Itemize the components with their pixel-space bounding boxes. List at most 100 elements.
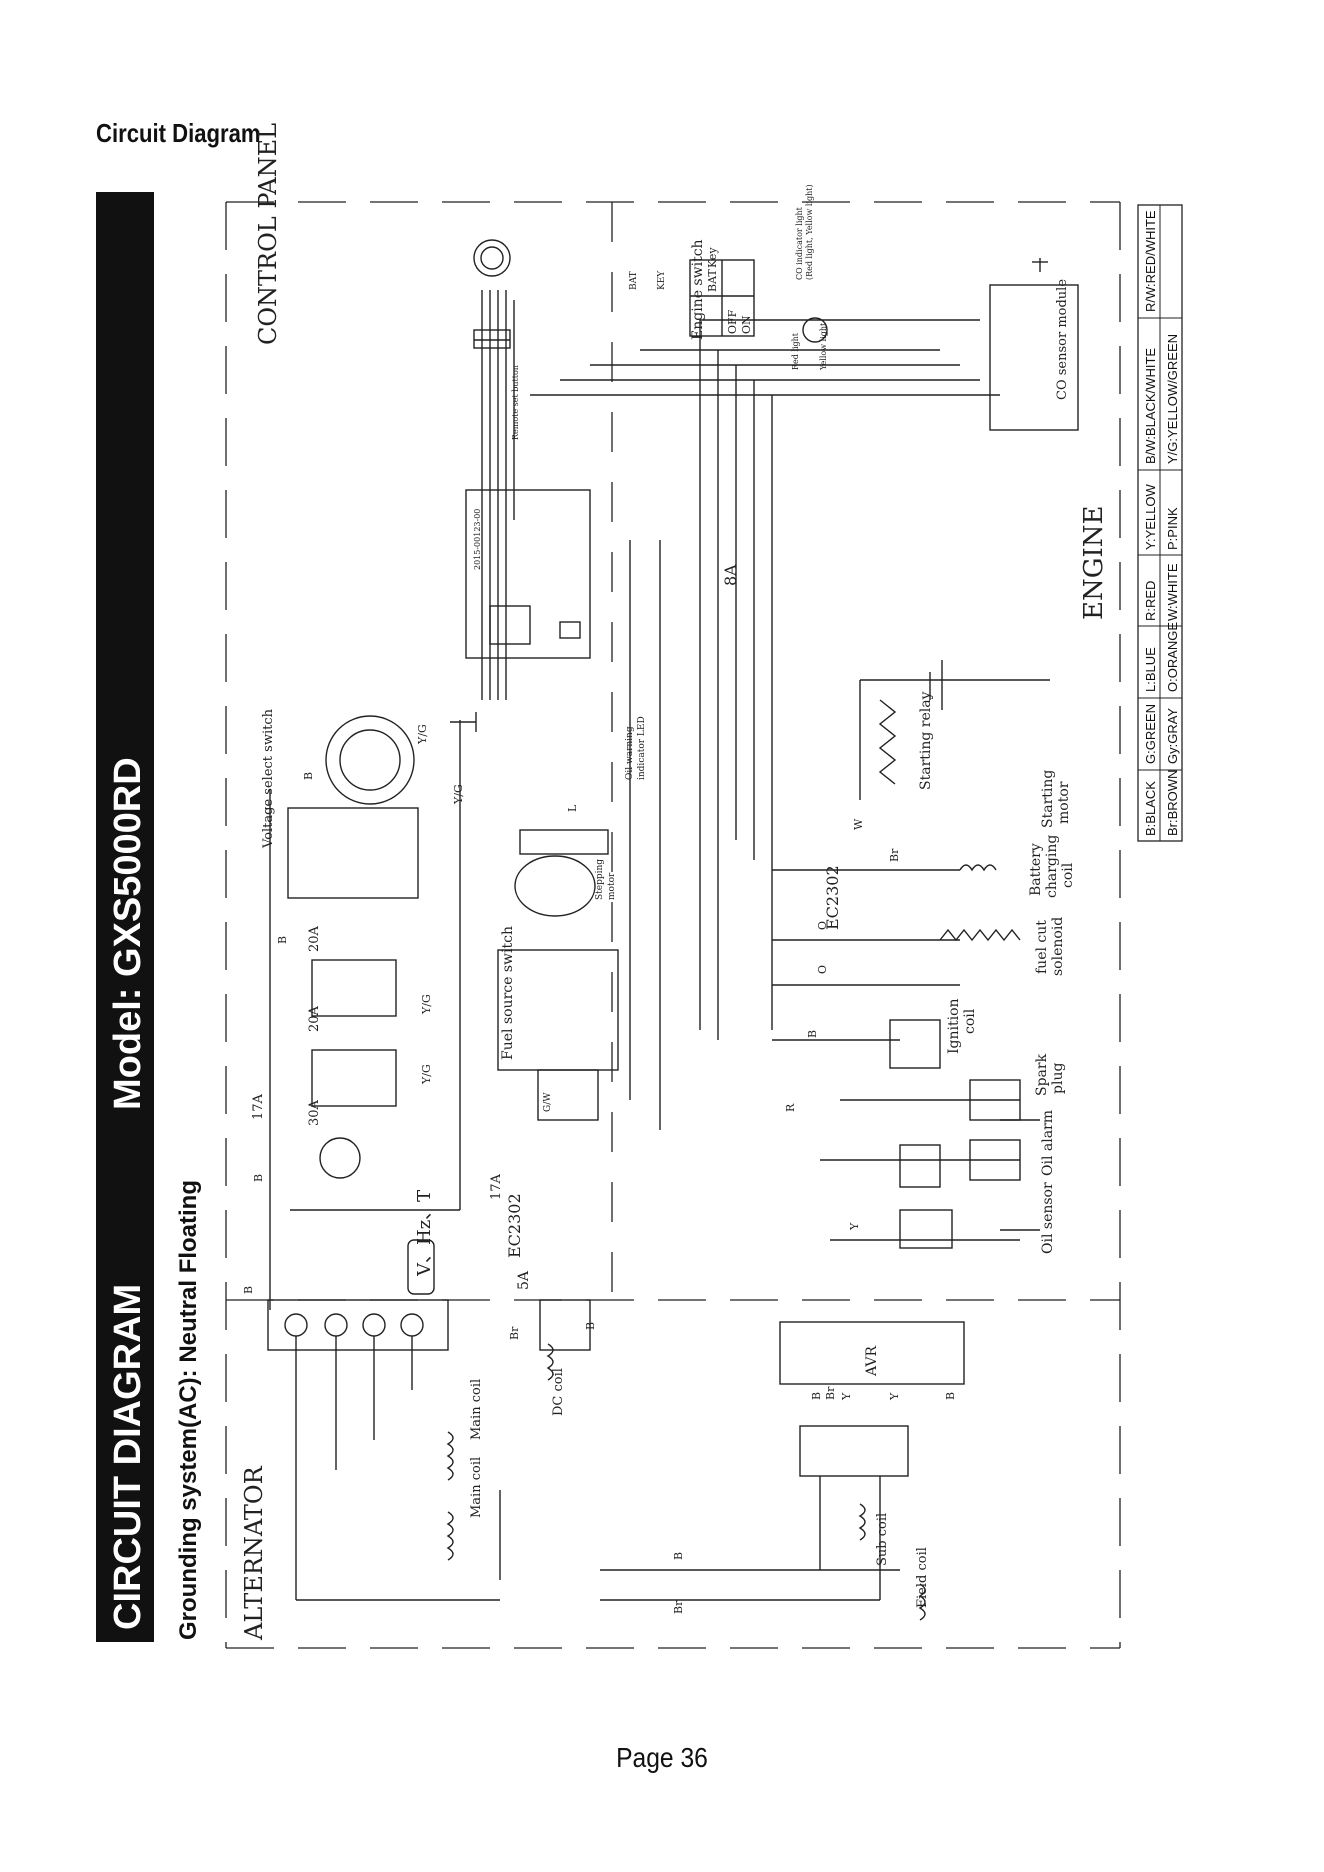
wire-label: B xyxy=(242,1286,255,1294)
title-banner: CIRCUIT DIAGRAM Model: GXS5000RD Groundi… xyxy=(96,192,202,1642)
starting-motor-label: Starting xyxy=(1040,770,1056,828)
outlet-20a-label: 20A xyxy=(307,925,322,952)
switch-off-label: OFF xyxy=(726,309,739,334)
color-legend xyxy=(1137,204,1183,842)
wire-label: Y xyxy=(888,1392,901,1401)
stepping-motor-label: Stepping xyxy=(595,859,605,900)
oil-warning-label: Oil warning xyxy=(625,726,635,780)
legend-cell: B:BLACK xyxy=(1143,781,1158,836)
wire-label: W xyxy=(852,818,865,830)
ignition-coil-label: Ignition xyxy=(946,998,962,1054)
legend-cell: B/W:BLACK/WHITE xyxy=(1143,348,1158,464)
wire-label: B xyxy=(672,1552,685,1560)
oil-sensor-label: Oil sensor xyxy=(1040,1182,1056,1254)
legend-cell: L:BLUE xyxy=(1143,647,1158,692)
avr-label: AVR xyxy=(864,1345,880,1377)
meter-label: V、Hz、T xyxy=(414,1190,435,1277)
remote-button-label: Remote set button xyxy=(511,365,520,440)
wire-label: Y/G xyxy=(420,1064,433,1085)
wire-label: B xyxy=(302,772,315,780)
wire-label: Y xyxy=(840,1392,853,1401)
wire-label: Y/G xyxy=(420,994,433,1015)
main-coil-label: Main coil xyxy=(469,1457,484,1518)
board-code-label: 2015-00123-00 xyxy=(473,509,482,570)
co-sensor-module-label: CO sensor module xyxy=(1055,279,1070,400)
field-coil-label: Field coil xyxy=(915,1547,930,1608)
legend-cell: Gy:GRAY xyxy=(1165,708,1180,764)
grounding-note: Grounding system(AC): Neutral Floating xyxy=(175,1180,202,1640)
fuse-5a-label: 5A xyxy=(516,1270,532,1290)
fuel-cut-label: fuel cut xyxy=(1034,920,1050,974)
co-indicator-sub-label: (Red light, Yellow light) xyxy=(805,184,814,280)
wire-label: B xyxy=(252,1174,265,1182)
page-number: Page 36 xyxy=(616,1742,708,1773)
legend-cell: Y:YELLOW xyxy=(1143,484,1158,550)
wire-label: L xyxy=(566,804,579,812)
oil-alarm-label: Oil alarm xyxy=(1040,1110,1056,1176)
starting-relay-label: Starting relay xyxy=(918,691,934,790)
co-indicator-label: CO indicator light xyxy=(795,206,804,280)
terminal-key-label: KEY xyxy=(657,270,667,290)
wire-label: Br xyxy=(508,1326,521,1340)
legend-cell: R:RED xyxy=(1143,581,1158,621)
switch-on-label: ON xyxy=(740,315,753,334)
legend-cell: G:GREEN xyxy=(1143,704,1158,764)
section-control-panel: CONTROL PANEL xyxy=(254,123,282,345)
spark-plug-label: Spark xyxy=(1034,1053,1050,1096)
yellow-light-label: Yellow light xyxy=(819,322,828,371)
section-engine: ENGINE xyxy=(1079,506,1109,621)
ec2302-top-label: EC2302 xyxy=(823,865,842,930)
battery-charging-label: Battery xyxy=(1028,843,1044,896)
legend-cell: Br:BROWN xyxy=(1165,770,1180,836)
legend-cell: W:WHITE xyxy=(1165,563,1180,621)
wire-label: O xyxy=(816,921,829,930)
fuel-source-switch-label: Fuel source switch xyxy=(500,926,516,1060)
terminal-bat-label: BAT xyxy=(629,271,639,290)
spark-plug-label-2: plug xyxy=(1050,1063,1066,1094)
fuel-cut-label-2: solenoid xyxy=(1050,917,1066,976)
dc-coil-label: DC coil xyxy=(551,1368,566,1416)
wire-label: B xyxy=(806,1030,819,1038)
wire-label: Br xyxy=(824,1386,837,1400)
indicator-led-label: indicator LED xyxy=(637,716,647,780)
wire-label: Y/G xyxy=(416,724,429,745)
legend-cell: P:PINK xyxy=(1165,507,1180,550)
diagram-frame xyxy=(225,201,1121,1649)
wire-label: B xyxy=(584,1322,597,1330)
wire-label: R xyxy=(784,1103,797,1112)
main-coil-label: Main coil xyxy=(469,1379,484,1440)
wire-labels: Y/G Y/G Y/G Y/G B B B B B B B B B Br Br … xyxy=(242,724,957,1614)
fuse-8a-label: 8A xyxy=(721,564,740,586)
stepping-motor-label-2: motor xyxy=(607,872,617,900)
legend-cell: R/W:RED/WHITE xyxy=(1143,210,1158,312)
sub-coil-label: Sub coil xyxy=(875,1513,890,1566)
wire-label: O xyxy=(816,965,829,974)
breaker-17a-label: 17A xyxy=(489,1173,504,1200)
banner-title: CIRCUIT DIAGRAM xyxy=(107,1284,149,1630)
wire-label: Br xyxy=(888,848,901,862)
switch-bat-label: BAT xyxy=(706,269,719,292)
wire-label: G/W xyxy=(543,1092,553,1112)
wire-label: Y xyxy=(848,1222,861,1231)
color-legend-text: B:BLACK Br:BROWN G:GREEN Gy:GRAY L:BLUE … xyxy=(1143,210,1180,836)
ignition-coil-label-2: coil xyxy=(962,1008,978,1034)
section-alternator: ALTERNATOR xyxy=(240,1465,268,1641)
breaker-17a-label: 17A xyxy=(251,1093,266,1120)
page-heading: Circuit Diagram xyxy=(96,118,261,148)
starting-motor-label-2: motor xyxy=(1056,781,1072,824)
banner-model: Model: GXS5000RD xyxy=(107,757,149,1110)
wiring xyxy=(267,239,1079,1621)
wire-label: Y/G xyxy=(452,784,465,805)
voltage-select-switch-label: Voltage select switch xyxy=(261,708,276,849)
wire-label: B xyxy=(944,1392,957,1400)
component-labels: Engine switch BAT Key OFF ON BAT KEY CO … xyxy=(251,184,1076,1608)
outlet-20a-label: 20A xyxy=(307,1005,322,1032)
red-light-label: Red light xyxy=(791,332,800,370)
outlet-30a-label: 30A xyxy=(307,1099,322,1126)
battery-charging-label-3: coil xyxy=(1060,862,1076,888)
legend-cell: O:ORANGE xyxy=(1165,622,1180,692)
engine-switch-label: Engine switch xyxy=(690,239,706,340)
wire-label: B xyxy=(810,1392,823,1400)
switch-key-label: Key xyxy=(706,247,719,268)
